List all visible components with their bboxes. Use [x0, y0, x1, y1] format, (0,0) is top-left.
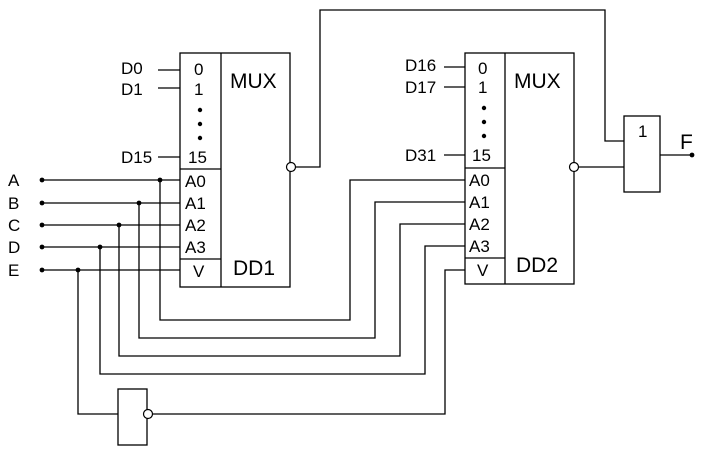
input-lines — [39, 177, 180, 273]
inverter-gate — [117, 388, 154, 446]
dd2-address-pin-a2: A2 — [469, 215, 490, 234]
mux-dd2 — [444, 52, 580, 285]
or-gate — [623, 115, 661, 193]
dd1-pin-1: 1 — [194, 80, 203, 99]
dd2-data-label-d16: D16 — [405, 56, 436, 75]
dd2-enable-pin: V — [477, 261, 489, 280]
input-label-b: B — [8, 194, 19, 213]
dd1-address-pin-a2: A2 — [185, 216, 206, 235]
dd2-address-pin-a3: A3 — [469, 237, 490, 256]
dd2-data-label-d31: D31 — [405, 146, 436, 165]
dd2-pin-1: 1 — [478, 78, 487, 97]
dd1-data-label-d15: D15 — [121, 148, 152, 167]
dd2-title: MUX — [514, 70, 561, 93]
dd1-name: DD1 — [233, 257, 275, 280]
dd1-pin-15: 15 — [188, 148, 207, 167]
dd1-data-label-d1: D1 — [121, 80, 143, 99]
dd1-data-label-d0: D0 — [121, 59, 143, 78]
or-gate-label: 1 — [638, 122, 647, 141]
input-label-d: D — [8, 238, 20, 257]
input-label-c: C — [8, 216, 20, 235]
routing-wires — [75, 9, 695, 415]
dd2-address-pin-a1: A1 — [469, 193, 490, 212]
dd2-name: DD2 — [516, 254, 558, 277]
dd2-pin-0: 0 — [478, 59, 487, 78]
dd1-pin-0: 0 — [194, 60, 203, 79]
dd1-address-pin-a3: A3 — [185, 238, 206, 257]
dd2-pin-15: 15 — [472, 146, 491, 165]
output-label-f: F — [680, 131, 693, 154]
dd1-enable-pin: V — [193, 262, 205, 281]
dd1-address-pin-a0: A0 — [185, 172, 206, 191]
mux-dd1 — [158, 52, 297, 288]
dd2-data-label-d17: D17 — [405, 78, 436, 97]
dd1-title: MUX — [230, 70, 277, 93]
dd2-address-pin-a0: A0 — [469, 171, 490, 190]
dd1-address-pin-a1: A1 — [185, 194, 206, 213]
input-label-e: E — [8, 261, 19, 280]
input-label-a: A — [8, 171, 20, 190]
